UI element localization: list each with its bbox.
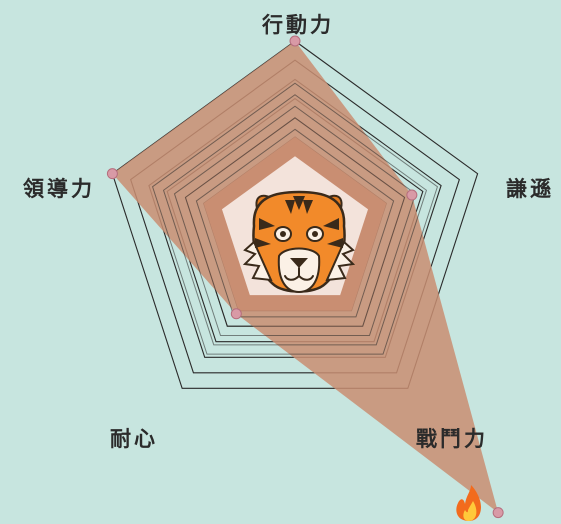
- axis-label-patience: 耐心: [110, 426, 158, 451]
- data-point-4: [230, 308, 242, 320]
- data-point-2: [406, 189, 418, 201]
- band-ring-5: [195, 128, 395, 318]
- axis-label-combat: 戰鬥力: [416, 426, 488, 451]
- data-point-1: [289, 35, 301, 47]
- axis-label-humility: 謙遜: [506, 176, 554, 201]
- band-ring-1: [151, 82, 439, 355]
- axis-label-action: 行動力: [261, 12, 334, 37]
- data-point-5: [106, 168, 118, 180]
- band-ring-3: [173, 105, 417, 337]
- fire-icon: [456, 485, 481, 521]
- radar-points: [106, 35, 504, 519]
- tiger-face-icon: [242, 190, 356, 294]
- band-ring-4: [184, 117, 406, 327]
- axis-label-leadership: 領導力: [23, 176, 95, 201]
- data-point-3: [492, 507, 504, 519]
- band-ring-2: [162, 94, 428, 346]
